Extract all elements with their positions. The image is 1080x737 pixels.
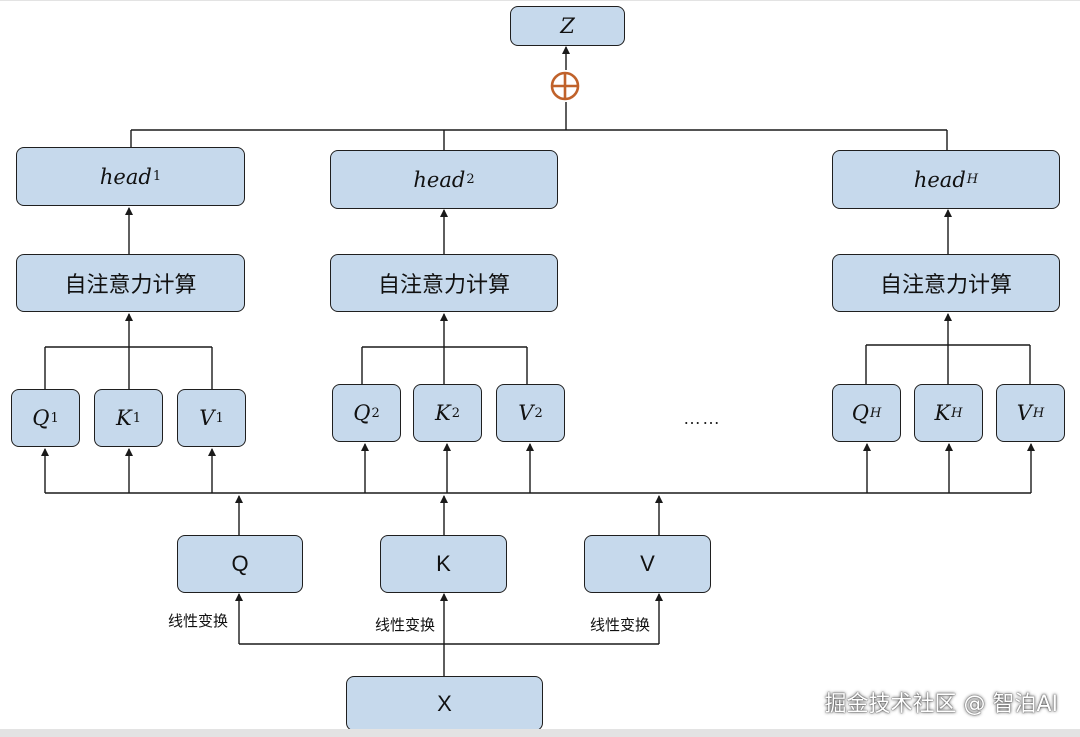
k2-label: K	[435, 401, 451, 425]
transform-label-v: 线性变换	[590, 616, 651, 634]
attention-2-label: 自注意力计算	[377, 273, 510, 298]
v1-subscript: 1	[215, 410, 224, 426]
head-1-label: head	[99, 164, 152, 189]
attention-h-box: 自注意力计算	[832, 254, 1060, 312]
v2-subscript: 2	[534, 405, 543, 421]
transform-label-q: 线性变换	[168, 612, 229, 630]
v1-label: V	[199, 406, 215, 430]
attention-2-box: 自注意力计算	[330, 254, 558, 312]
kh-label: K	[934, 401, 951, 425]
head-h-label: head	[913, 167, 966, 192]
input-x-label: X	[437, 690, 452, 716]
attention-1-box: 自注意力计算	[16, 254, 245, 312]
head-h-subscript: H	[966, 172, 979, 187]
k2-subscript: 2	[451, 405, 460, 421]
qh-label: Q	[851, 401, 869, 425]
input-x-box: X	[346, 676, 543, 731]
v2-label: V	[518, 401, 534, 425]
projection-k-box: K	[380, 535, 507, 593]
q2-subscript: 2	[371, 405, 380, 421]
transform-label-k: 线性变换	[375, 616, 436, 634]
q1-label: Q	[32, 406, 50, 430]
projection-k-label: K	[436, 551, 451, 576]
ellipsis-text: ……	[683, 408, 721, 428]
output-z-box: Z	[510, 6, 625, 46]
output-z-label: Z	[560, 14, 575, 38]
k1-label: K	[116, 406, 132, 430]
projection-q-label: Q	[231, 551, 249, 576]
projection-q-box: Q	[177, 535, 303, 593]
vh-label: V	[1016, 401, 1032, 425]
watermark: 掘金技术社区 @ 智泊AI	[824, 692, 1058, 717]
k1-subscript: 1	[132, 410, 141, 426]
projection-v-box: V	[584, 535, 711, 593]
projection-v-label: V	[640, 551, 655, 576]
head-1-subscript: 1	[152, 169, 162, 184]
attention-h-label: 自注意力计算	[879, 273, 1012, 298]
kh-subscript: H	[951, 405, 963, 421]
head-2-label: head	[413, 167, 466, 192]
vh-subscript: H	[1032, 405, 1045, 421]
q2-label: Q	[353, 401, 371, 425]
concat-icon	[550, 71, 580, 101]
head-2-subscript: 2	[466, 172, 475, 187]
bottom-border	[0, 729, 1080, 737]
qh-subscript: H	[869, 405, 882, 421]
top-border	[0, 0, 1080, 1]
attention-1-label: 自注意力计算	[64, 273, 197, 298]
q1-subscript: 1	[50, 410, 59, 426]
